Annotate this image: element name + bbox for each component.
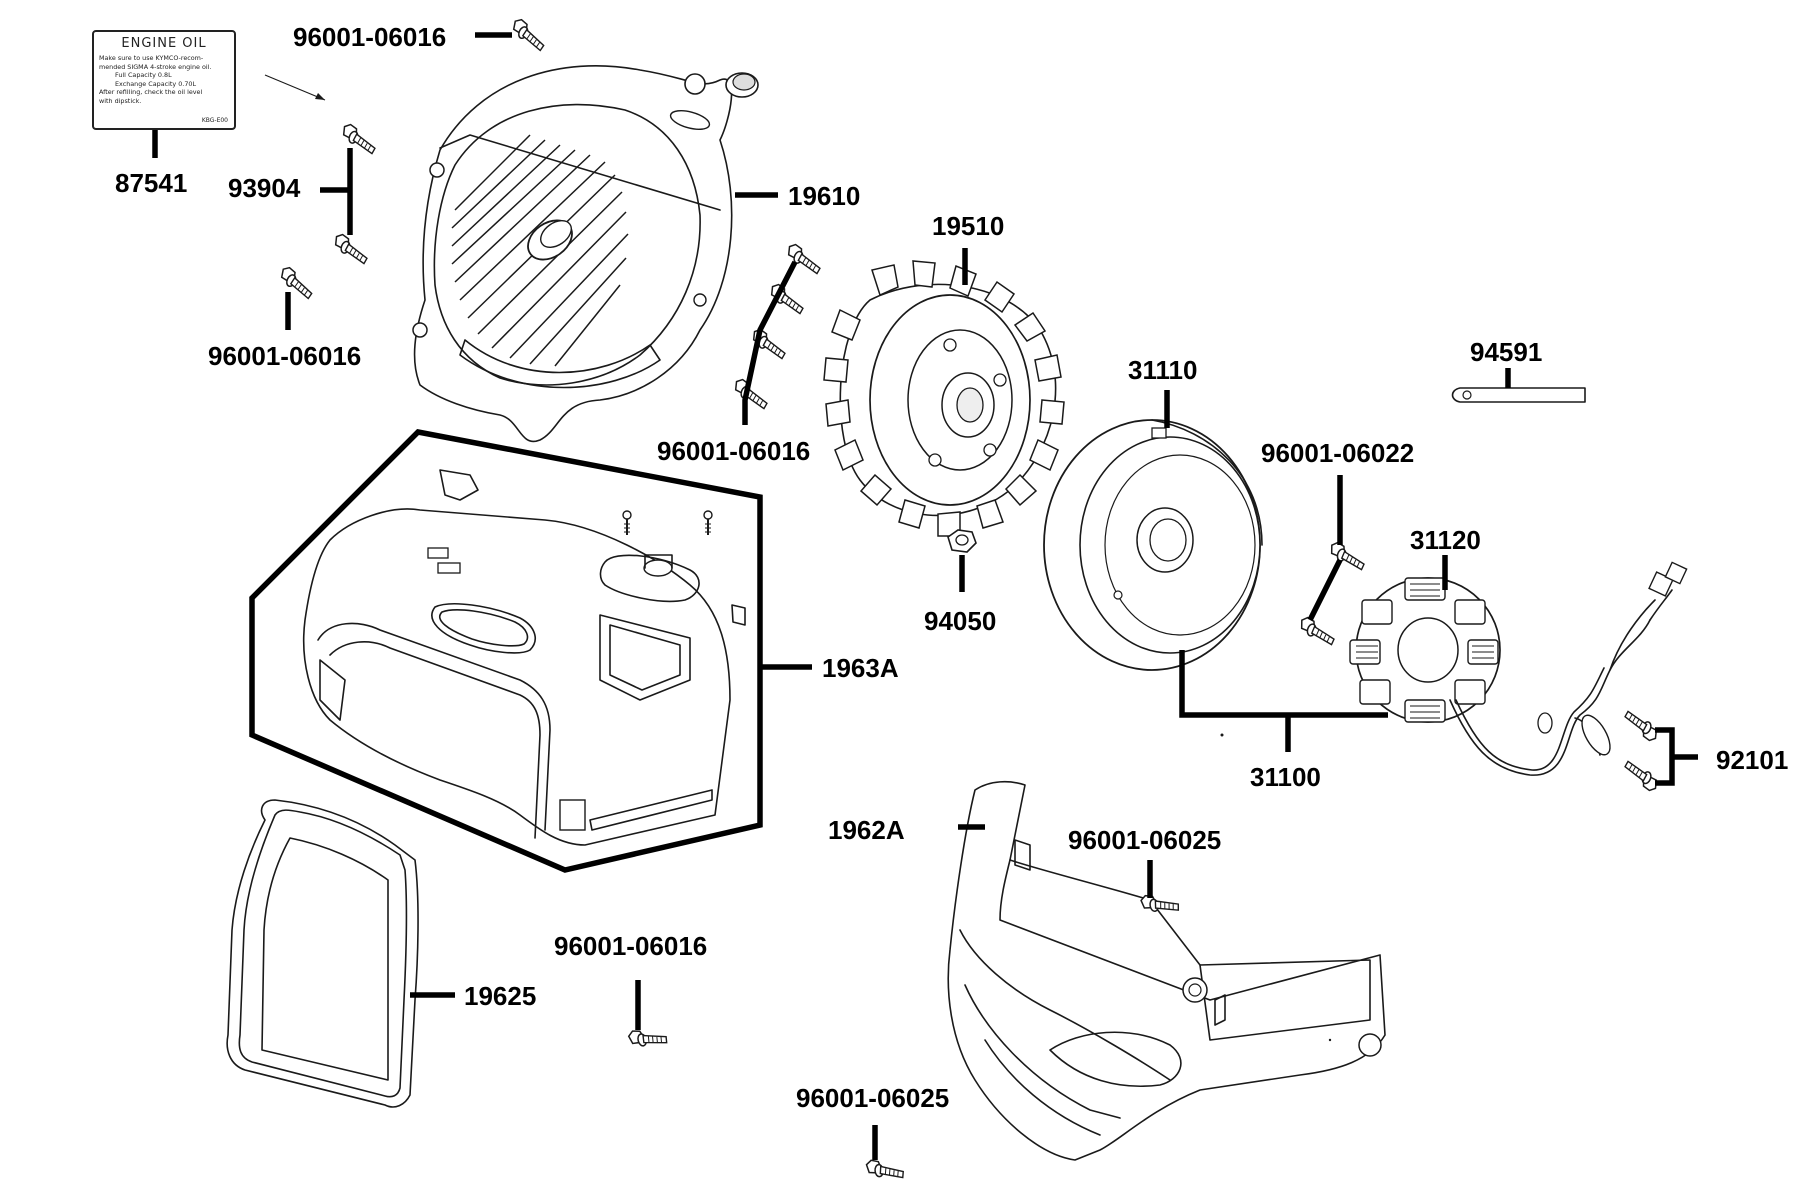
stator-bolt-b — [1296, 615, 1339, 646]
rubber-plug — [725, 72, 759, 98]
screw-93904-b — [330, 232, 373, 265]
flywheel — [1043, 419, 1263, 671]
shroud-lower — [947, 780, 1386, 1161]
flange-nut — [947, 529, 977, 553]
screw-92101-a — [1619, 710, 1662, 743]
part-number-label: 96001-06016 — [657, 436, 811, 466]
leader-93904 — [320, 148, 353, 235]
fan-cover-bolts — [730, 242, 826, 410]
part-number-label: 19610 — [788, 181, 861, 211]
part-number-label: 94591 — [1470, 337, 1543, 367]
part-number-label: 19510 — [932, 211, 1005, 241]
decal-code: KBG-E00 — [201, 117, 228, 124]
part-number-label: 96001-06016 — [293, 22, 447, 52]
part-number-label: 96001-06022 — [1261, 438, 1415, 468]
part-number-label: 87541 — [115, 168, 188, 198]
part-number-label: 31110 — [1128, 355, 1198, 385]
part-number-label: 31120 — [1410, 525, 1481, 555]
bolt-06016-bottom — [626, 1022, 669, 1053]
leader-stator-bolts — [1307, 475, 1343, 622]
decal-title: ENGINE OIL — [121, 36, 207, 51]
screw-93904-a — [338, 122, 381, 155]
decal-line-2: mended SIGMA 4-stroke engine oil. — [99, 62, 212, 71]
fan-cover — [412, 65, 733, 443]
bolt-left — [275, 264, 319, 300]
part-number-label: 19625 — [464, 981, 537, 1011]
decal-line-5: After refilling, check the oil level — [99, 88, 203, 97]
decal-leader — [152, 74, 326, 158]
shroud-small-bolt-b — [703, 510, 713, 536]
shroud-seal — [226, 799, 419, 1108]
decal-line-1: Make sure to use KYMCO-recom- — [99, 54, 204, 62]
part-number-label: 96001-06016 — [554, 931, 708, 961]
leader-generator-assy — [1179, 650, 1388, 752]
shroud-upper — [302, 469, 746, 846]
bolt-06025-bottom — [865, 1156, 905, 1182]
shroud-kit-frame — [249, 429, 763, 873]
part-number-label: 96001-06016 — [208, 341, 362, 371]
part-number-label: 96001-06025 — [796, 1083, 950, 1113]
stator-bolt-a — [1326, 540, 1369, 571]
part-number-label: 92101 — [1716, 745, 1789, 775]
part-number-label: 94050 — [924, 606, 997, 636]
shroud-small-bolt-a — [622, 510, 632, 536]
part-number-label: 1962A — [828, 815, 905, 845]
woodruff-key — [1451, 387, 1586, 403]
part-number-label: 93904 — [228, 173, 301, 203]
leader-92101 — [1655, 727, 1698, 786]
engine-oil-decal: ENGINE OIL Make sure to use KYMCO-recom-… — [92, 30, 236, 130]
cooling-fan — [823, 260, 1065, 537]
part-number-label: 96001-06025 — [1068, 825, 1222, 855]
stator — [1349, 561, 1688, 776]
part-number-label: 31100 — [1250, 762, 1321, 792]
part-number-label: 1963A — [822, 653, 899, 683]
decal-line-4: Exchange Capacity 0.70L — [115, 79, 197, 88]
decal-line-6: with dipstick. — [99, 96, 142, 105]
bolt-top — [507, 16, 551, 52]
decal-line-3: Full Capacity 0.8L — [115, 71, 172, 80]
screw-92101-b — [1619, 760, 1662, 793]
leader-fan-cover-bolts — [742, 260, 798, 425]
